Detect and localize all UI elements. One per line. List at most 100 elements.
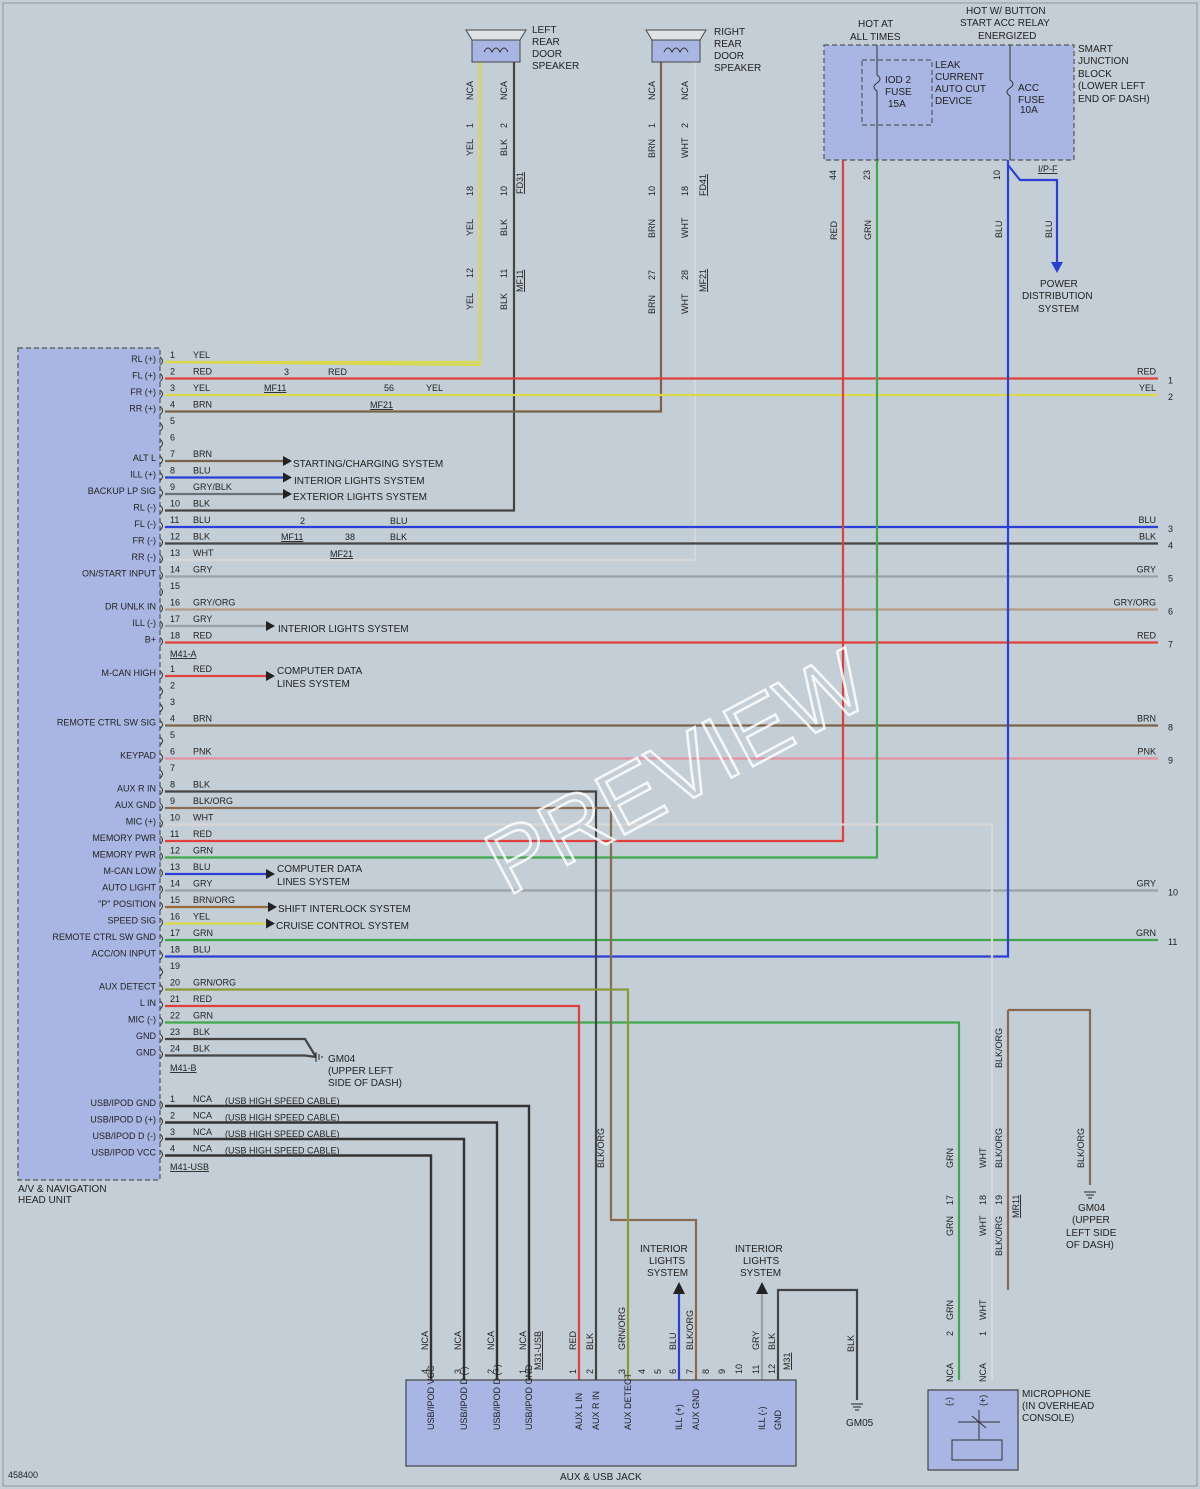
rs-conn-fd41: FD41 bbox=[698, 174, 708, 196]
sjb-t2: JUNCTION bbox=[1078, 56, 1129, 67]
hu-pin-mark-U-2 bbox=[159, 1117, 163, 1126]
left-speaker: LEFT REAR DOOR SPEAKER bbox=[465, 25, 579, 72]
smart-junction-block bbox=[823, 44, 1075, 161]
right-num-5: 5 bbox=[1168, 574, 1173, 584]
ls-p12: 12 bbox=[465, 268, 475, 278]
hu-pin-mark-B-4 bbox=[159, 720, 163, 729]
iod-2: FUSE bbox=[885, 87, 912, 98]
splice-labels: 3 MF11 RED 56 MF21 YEL 2 MF11 BLU 38 MF2… bbox=[264, 367, 443, 559]
hot-btn-3: ENERGIZED bbox=[978, 31, 1036, 42]
hu-pin-A-16: 16 bbox=[170, 598, 180, 608]
wire-p-position-arrow-icon bbox=[268, 902, 277, 912]
hu-wire-A-11: BLU bbox=[193, 515, 211, 525]
arrow-cruise: CRUISE CONTROL SYSTEM bbox=[276, 921, 409, 932]
hu-pin-A-18: 18 bbox=[170, 631, 180, 641]
hu-pin-A-6: 6 bbox=[170, 433, 175, 443]
hu-pin-mark-A-14 bbox=[159, 571, 163, 580]
mic-blkorg-1: BLK/ORG bbox=[994, 1128, 1004, 1168]
hu-pin-mark-B-1 bbox=[159, 670, 163, 680]
wire-mem-pwr-red bbox=[165, 160, 845, 843]
microphone-box bbox=[927, 1389, 1019, 1471]
wire-pds bbox=[1007, 164, 1059, 265]
gm05-ground-icon bbox=[851, 1403, 863, 1411]
wire-aux-l bbox=[165, 1004, 581, 1380]
ils2-1: INTERIOR bbox=[735, 1244, 783, 1255]
aux-wire-1: NCA bbox=[453, 1331, 463, 1350]
hu-sig-B-4: REMOTE CTRL SW SIG bbox=[57, 718, 156, 728]
ils1-3: SYSTEM bbox=[647, 1268, 688, 1279]
ls-blk-3: BLK bbox=[499, 293, 509, 310]
hu-pin-mark-A-8 bbox=[159, 472, 163, 481]
arrow-interior-1: INTERIOR LIGHTS SYSTEM bbox=[294, 476, 425, 487]
right-num-6: 6 bbox=[1168, 607, 1173, 617]
hu-wire-B-18: BLU bbox=[193, 945, 211, 955]
wire-acc-on bbox=[165, 160, 1010, 958]
hu-pin-mark-B-16 bbox=[159, 918, 163, 927]
diode-icon bbox=[958, 1410, 1000, 1440]
aux-pin-3: 1 bbox=[518, 1369, 528, 1374]
hu-pin-mark-A-6 bbox=[159, 439, 163, 448]
hu-pin-A-17: 17 bbox=[170, 614, 180, 624]
mic-p18: 18 bbox=[978, 1195, 988, 1205]
hu-wire-B-21: RED bbox=[193, 994, 213, 1004]
hu-pin-U-1: 1 bbox=[170, 1094, 175, 1104]
right-wire-5: GRY bbox=[1137, 565, 1156, 575]
sjb-t1: SMART bbox=[1078, 44, 1113, 55]
wire-can-high-arrow-icon bbox=[266, 671, 275, 681]
hu-sig-A-16: DR UNLK IN bbox=[105, 602, 156, 612]
aux-conn2: M31 bbox=[782, 1352, 792, 1370]
aux-sig-6: AUX DETECT bbox=[623, 1372, 633, 1430]
hu-wire-B-1: RED bbox=[193, 664, 213, 674]
ls-conn-fd31: FD31 bbox=[515, 172, 525, 194]
hu-wire-B-13: BLU bbox=[193, 862, 211, 872]
hu-pin-A-1: 1 bbox=[170, 350, 175, 360]
ls-p2: 2 bbox=[499, 123, 509, 128]
hu-sig-B-15: "P" POSITION bbox=[98, 899, 156, 909]
hu-sig-U-3: USB/IPOD D (-) bbox=[92, 1131, 156, 1141]
hu-wire-A-14: GRY bbox=[193, 565, 212, 575]
hu-wire-B-11: RED bbox=[193, 829, 213, 839]
sjb-labels: HOT AT ALL TIMES HOT W/ BUTTON START ACC… bbox=[828, 6, 1150, 315]
aux-pin-7: 4 bbox=[637, 1369, 647, 1374]
aux-sig-14: ILL (-) bbox=[757, 1406, 767, 1430]
arrow-can-low-2: LINES SYSTEM bbox=[277, 877, 350, 888]
rs-brn-1: BRN bbox=[647, 139, 657, 158]
hu-sig-B-16: SPEED SIG bbox=[107, 916, 156, 926]
aux-pin-1: 3 bbox=[453, 1369, 463, 1374]
hu-wire-B-20: GRN/ORG bbox=[193, 978, 236, 988]
hu-sig-A-9: BACKUP LP SIG bbox=[88, 486, 156, 496]
aux-pin-0: 4 bbox=[420, 1369, 430, 1374]
ils2-3: SYSTEM bbox=[740, 1268, 781, 1279]
hu-sig-B-21: L IN bbox=[140, 998, 156, 1008]
wire-usb-1 bbox=[165, 1104, 531, 1380]
ls-yel-1: YEL bbox=[465, 139, 475, 156]
acc-1: ACC bbox=[1018, 83, 1039, 94]
pds-arrow-icon bbox=[1051, 262, 1063, 273]
right-wire-7: RED bbox=[1137, 631, 1157, 641]
hu-pin-A-14: 14 bbox=[170, 565, 180, 575]
hu-pin-B-13: 13 bbox=[170, 862, 180, 872]
ls-conn-mf11: MF11 bbox=[515, 270, 525, 292]
hu-pin-A-2: 2 bbox=[170, 367, 175, 377]
rs-p18: 18 bbox=[680, 186, 690, 196]
ils1-1: INTERIOR bbox=[640, 1244, 688, 1255]
pds-2: DISTRIBUTION bbox=[1022, 291, 1093, 302]
right-num-7: 7 bbox=[1168, 640, 1173, 650]
hu-sig-A-13: RR (-) bbox=[132, 552, 157, 562]
gm04b-l1: (UPPER bbox=[1072, 1215, 1110, 1226]
rs-p1: 1 bbox=[647, 123, 657, 128]
wires bbox=[164, 62, 1158, 1411]
pds-3: SYSTEM bbox=[1038, 304, 1079, 315]
aux-pin-10: 7 bbox=[685, 1369, 695, 1374]
rs-brn-2: BRN bbox=[647, 219, 657, 238]
hu-pin-A-7: 7 bbox=[170, 449, 175, 459]
hu-pin-U-2: 2 bbox=[170, 1111, 175, 1121]
arrow-can-high-2: LINES SYSTEM bbox=[277, 679, 350, 690]
hu-pin-mark-B-15 bbox=[159, 901, 163, 911]
hu-pin-mark-B-17 bbox=[159, 934, 163, 944]
hu-pin-B-6: 6 bbox=[170, 747, 175, 757]
right-wire-3: BLU bbox=[1138, 515, 1156, 525]
hu-pin-mark-B-5 bbox=[159, 736, 163, 746]
